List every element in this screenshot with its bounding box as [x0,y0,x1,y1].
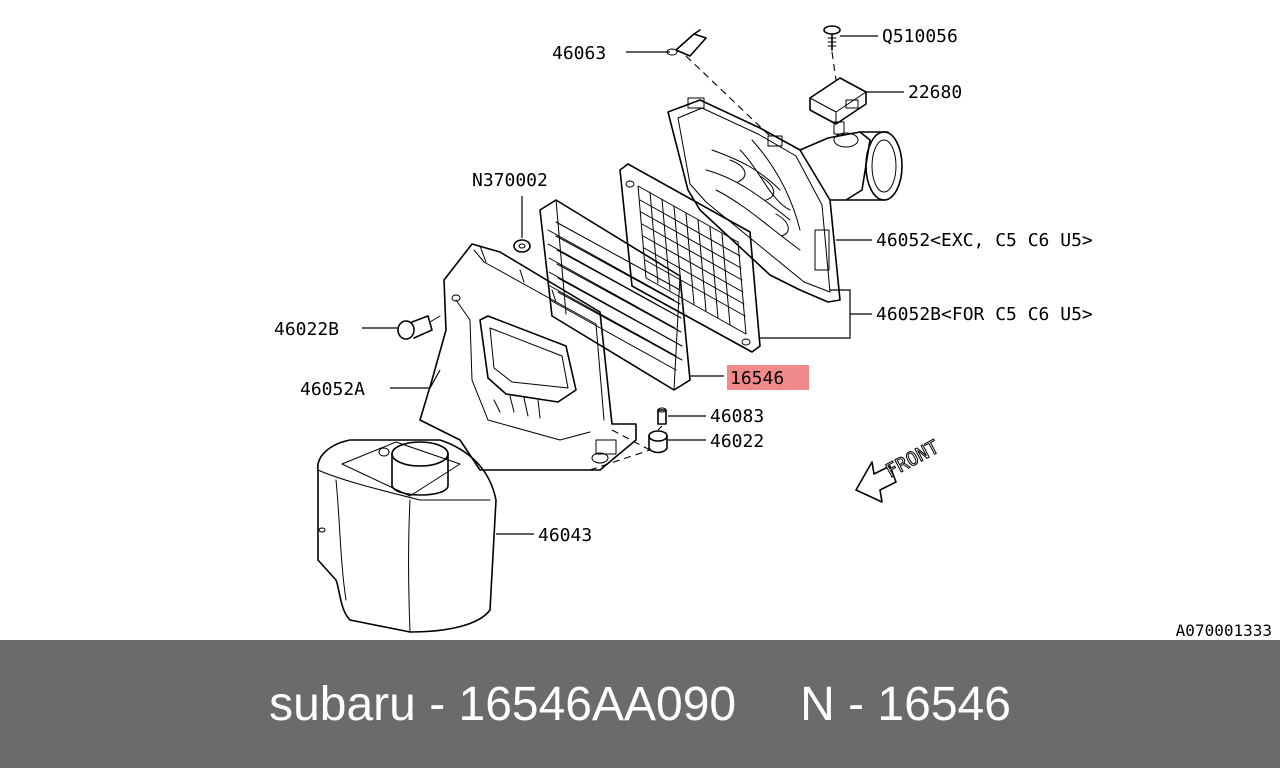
label-46063: 46063 [552,43,606,64]
lower-case-46052a [419,243,637,471]
front-label: FRONT [882,436,943,482]
grommet-46022 [648,430,668,454]
label-46052: 46052<EXC, C5 C6 U5> [876,230,1093,251]
footer-reference: N - 16546 [800,677,1011,731]
label-46052a: 46052A [300,379,365,400]
front-arrow-icon: FRONT [855,436,943,503]
grid-46052b [619,163,761,353]
sensor-22680 [809,77,867,125]
label-q510056: Q510056 [882,26,958,47]
clip-46063 [666,29,707,57]
filter-element-16546 [539,199,691,391]
label-46083: 46083 [710,406,764,427]
highlight-box [727,365,809,390]
footer-bar: subaru - 16546AA090 N - 16546 [0,640,1280,768]
nut-n370002 [513,239,531,253]
clamp-46022b [397,315,441,340]
assembly-guides [589,51,837,471]
label-46022b: 46022B [274,319,339,340]
label-n370002: N370002 [472,170,548,191]
label-16546: 16546 [730,368,784,389]
diagram-reference-code: A070001333 [1175,621,1272,640]
leader-lines [362,35,904,535]
pin-46083 [657,407,667,425]
resonator-46043 [317,439,497,633]
label-46052b: 46052B<FOR C5 C6 U5> [876,304,1093,325]
screw-q510056 [823,25,841,51]
label-22680: 22680 [908,82,962,103]
upper-case-46052 [667,97,903,303]
label-46022: 46022 [710,431,764,452]
label-46043: 46043 [538,525,592,546]
footer-part-number: subaru - 16546AA090 [269,677,737,731]
parts-diagram: 46063 Q510056 22680 N370002 46052<EXC, C… [274,25,1093,633]
